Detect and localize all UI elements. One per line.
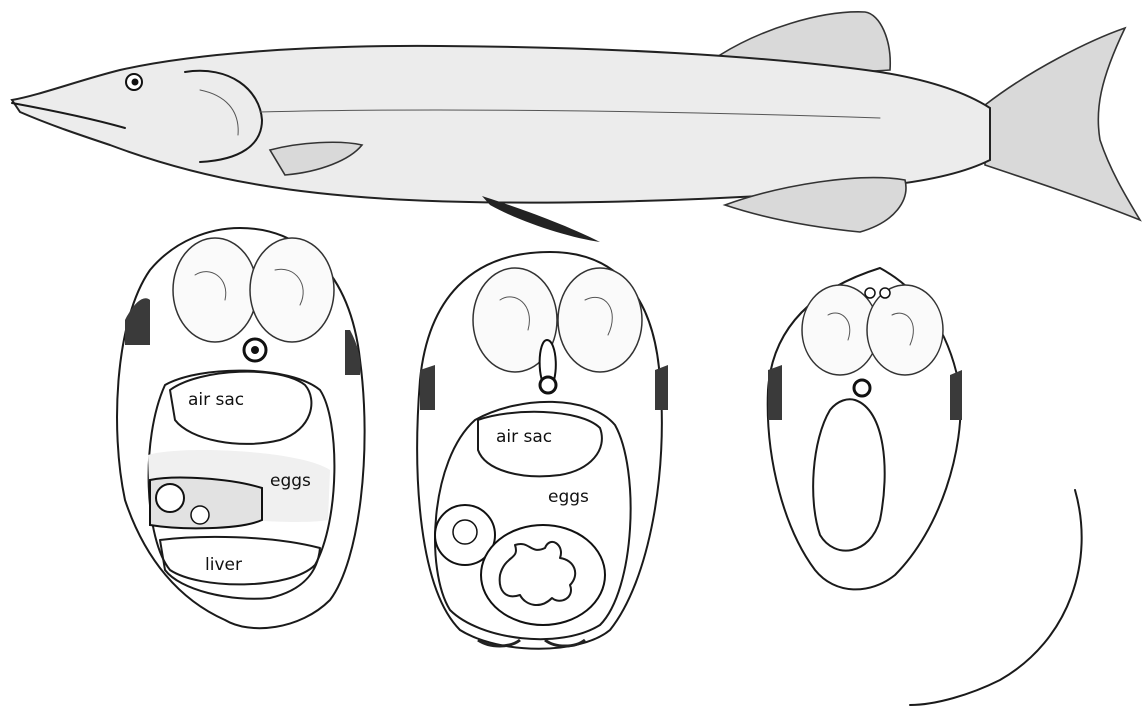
cavity-3 [813,399,885,550]
fish-side-view [12,12,1140,242]
label-air-sac-1: air sac [188,390,244,410]
label-eggs-1: eggs [270,471,311,491]
curved-line [910,490,1082,705]
label-eggs-2: eggs [548,487,589,507]
label-air-sac-2: air sac [496,427,552,447]
cross-section-2: air sac eggs [417,252,668,649]
label-liver: liver [205,555,242,575]
cross-section-3 [768,268,962,589]
caudal-fin [985,28,1140,220]
cross-section-1: air sac eggs liver [117,228,365,628]
